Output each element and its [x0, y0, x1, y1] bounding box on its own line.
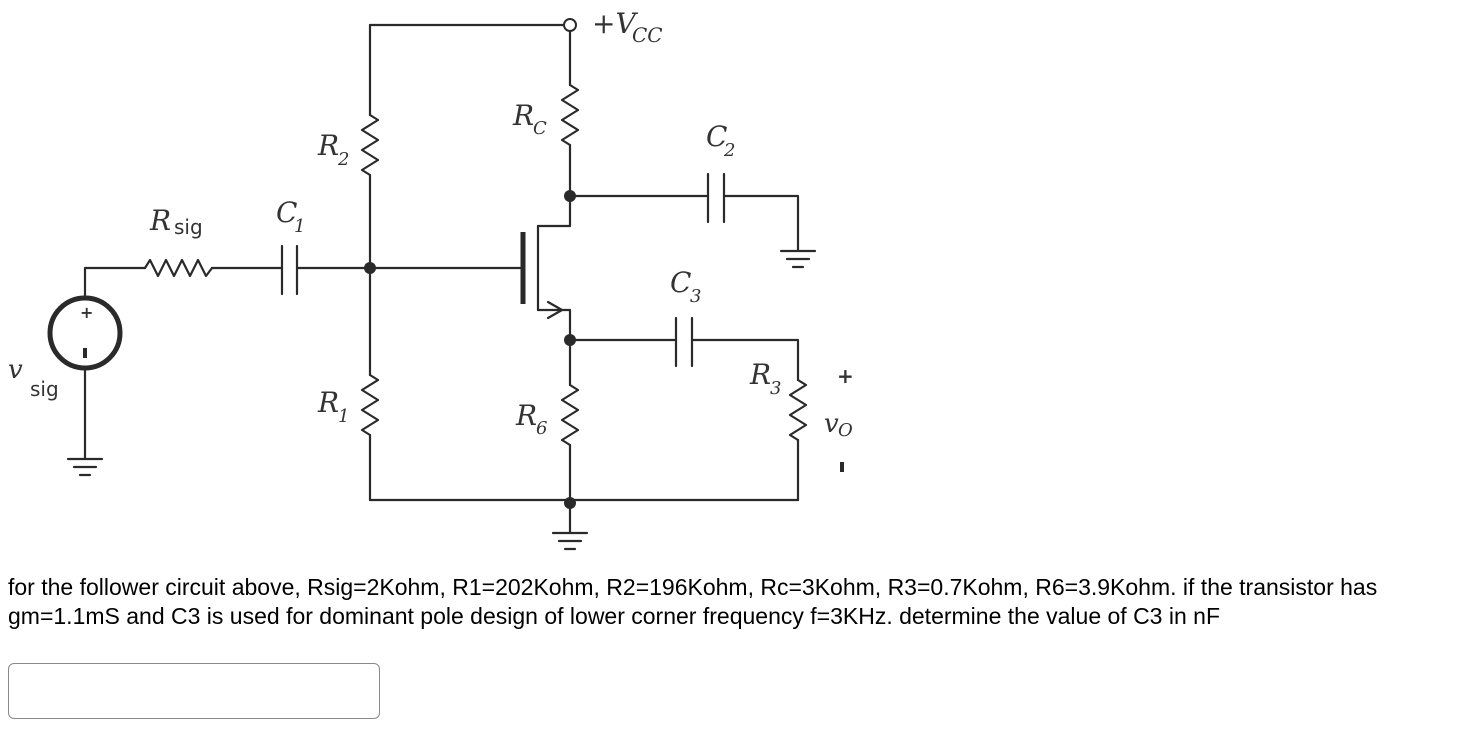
r3-resistor: [788, 378, 808, 442]
r1-label: R: [317, 386, 339, 419]
c3-sub: 3: [690, 286, 701, 307]
r2-resistor: [360, 113, 380, 177]
rsig-sub: sig: [174, 215, 203, 239]
vsig-sub: sig: [30, 377, 59, 401]
r3-label: R: [749, 358, 771, 391]
rc-resistor: [560, 83, 580, 147]
c1-capacitor: [280, 244, 299, 296]
rsig-resistor: [143, 258, 214, 278]
r1-sub: 1: [338, 406, 349, 427]
vo-plus: +: [837, 364, 854, 388]
ground-symbol-source: [66, 457, 104, 477]
vo-label: v: [824, 409, 839, 439]
r2-label: R: [317, 129, 339, 162]
question-text: for the follower circuit above, Rsig=2Ko…: [8, 574, 1378, 629]
r6-resistor: [560, 383, 580, 447]
vsig-plus: +: [80, 303, 93, 322]
vo-sub: O: [838, 420, 853, 441]
r6-label: R: [515, 399, 537, 432]
c3-to-r3-wire: [690, 338, 800, 382]
vcc-label: +V: [592, 7, 638, 40]
c2-sub: 2: [723, 140, 735, 161]
vcc-terminal: [563, 18, 577, 32]
ground-symbol-c2: [779, 249, 817, 269]
c1-label: C: [276, 196, 297, 229]
transistor-arrow: [546, 300, 564, 320]
transistor-drain-lead: [536, 194, 572, 228]
r1-resistor: [360, 373, 380, 437]
vcc-sub: CC: [632, 23, 663, 47]
c2-to-ground-wire: [722, 194, 800, 252]
rsig-label: R: [149, 204, 171, 237]
rc-sub: C: [533, 118, 547, 139]
r3-sub: 3: [770, 378, 781, 399]
c3-label: C: [670, 266, 691, 299]
r6-sub: 6: [536, 418, 547, 439]
r2-sub: 2: [337, 149, 349, 170]
vsig-label: v: [8, 355, 23, 385]
c2-capacitor: [706, 172, 726, 224]
transistor-source-lead: [536, 308, 572, 342]
rc-label: R: [512, 99, 534, 132]
c3-capacitor: [674, 316, 694, 368]
rsig-left-wire: [83, 266, 147, 302]
c1-sub: 1: [294, 216, 305, 237]
c2-label: C: [706, 120, 727, 153]
circuit-diagram: +V CC R 2 R 1 R sig C 1 + v sig R C: [8, 7, 854, 551]
answer-input[interactable]: [8, 663, 380, 719]
ground-symbol-main: [551, 531, 589, 551]
